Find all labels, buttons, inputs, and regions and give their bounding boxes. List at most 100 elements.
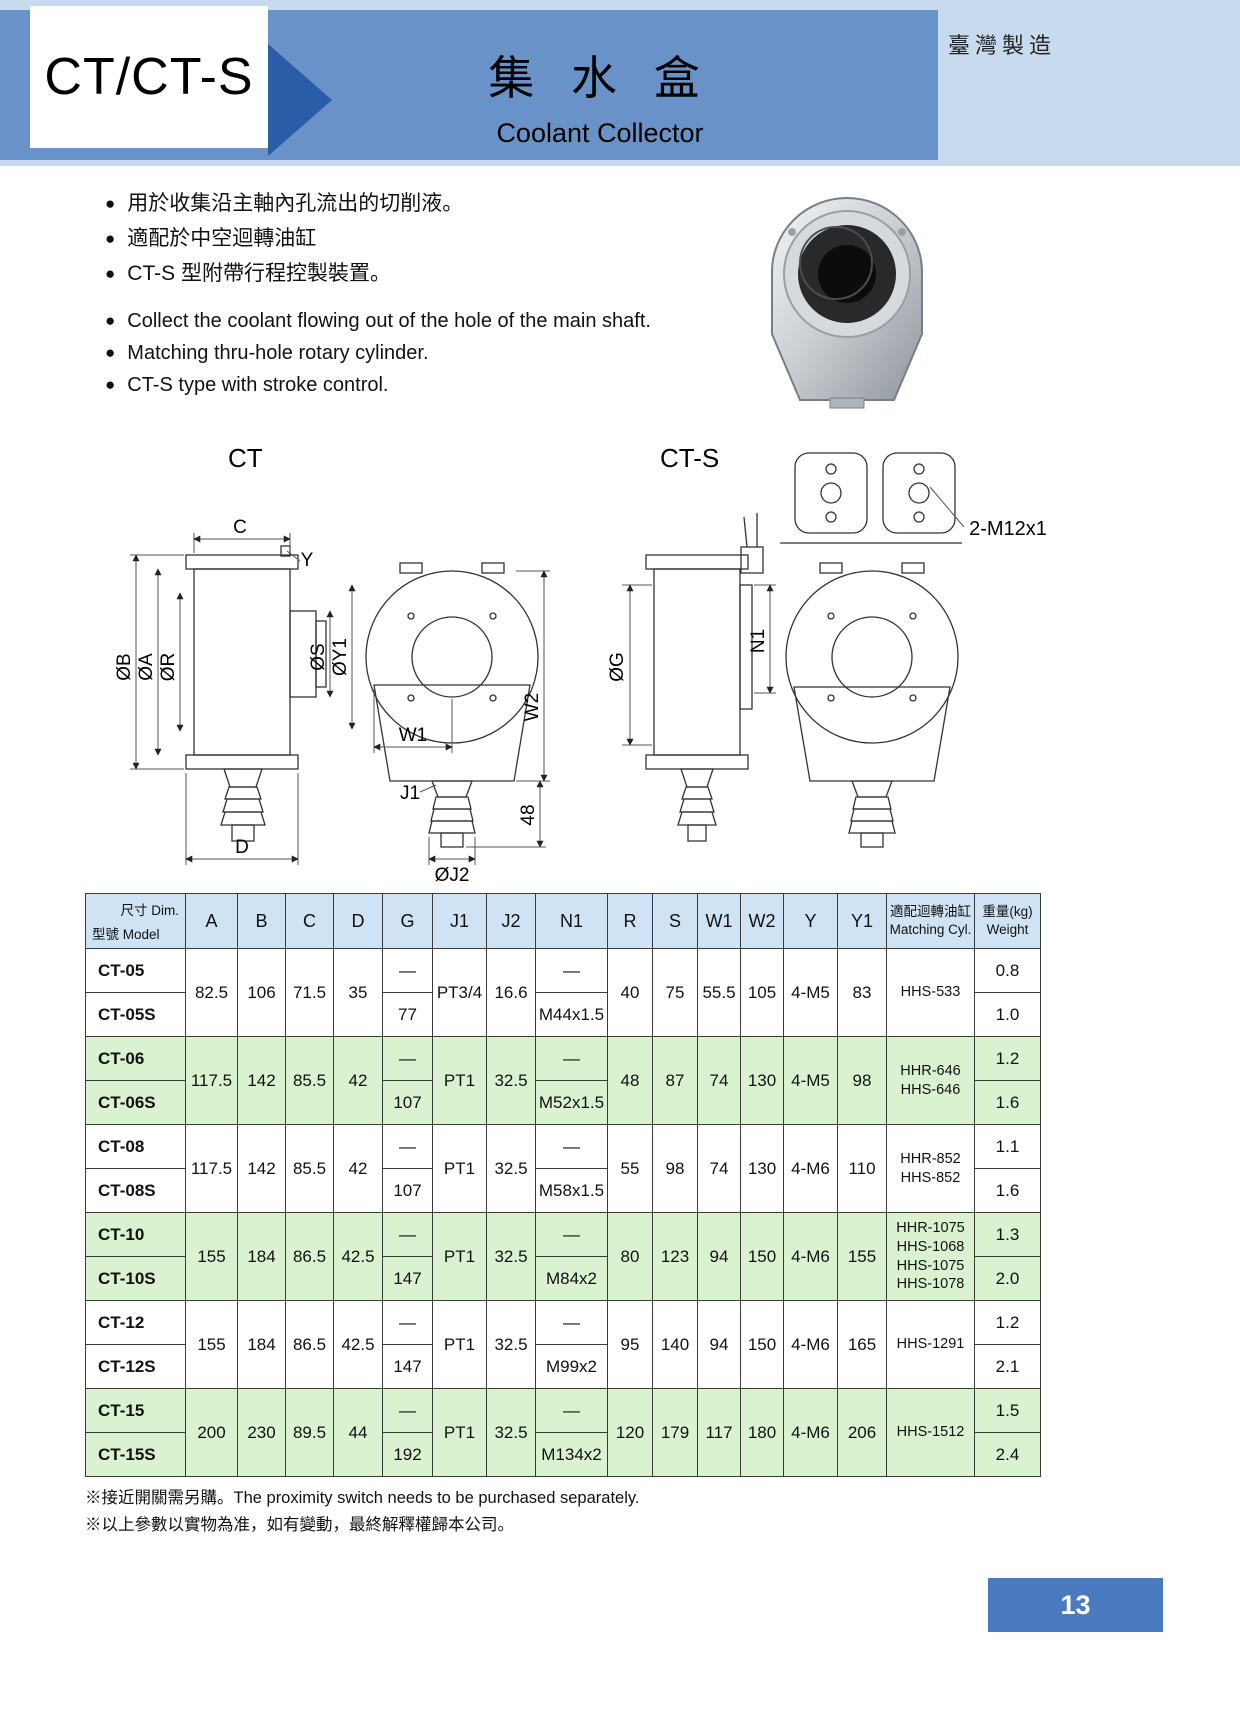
footnote: ※接近開關需另購。The proximity switch needs to b… (85, 1489, 640, 1507)
spec-cell: 155 (837, 1212, 887, 1301)
spec-cell: 32.5 (486, 1300, 536, 1389)
model-cell: CT-10S (85, 1256, 186, 1301)
spec-cell: 42 (333, 1036, 383, 1125)
dim-label-oa: ØA (136, 653, 157, 681)
spec-cell: 130 (740, 1124, 784, 1213)
spec-cell: 4-M5 (783, 1036, 838, 1125)
page-number: 13 (988, 1578, 1163, 1632)
model-cell: CT-12 (85, 1300, 186, 1345)
spec-cell: 120 (607, 1388, 653, 1477)
flange-screw (788, 228, 796, 236)
model-cell: CT-15 (85, 1388, 186, 1433)
weight-cell: 1.1 (974, 1124, 1041, 1169)
spec-cell: 85.5 (285, 1124, 334, 1213)
spec-table: 尺寸 Dim. 型號 Model A B C D G J1 J2 N1 R S … (85, 893, 1041, 1477)
title-en: Coolant Collector (496, 118, 704, 148)
spec-cell: 142 (237, 1124, 286, 1213)
matching-cyl-cell: HHS-533 (886, 948, 975, 1037)
feature-item: ●適配於中空迴轉油缸 (105, 221, 725, 256)
spec-cell: 89.5 (285, 1388, 334, 1477)
dim-label-d: D (235, 837, 249, 858)
col-header-y1: Y1 (837, 893, 887, 949)
spec-cell: 71.5 (285, 948, 334, 1037)
spec-cell: — (535, 1300, 608, 1345)
col-header-g: G (382, 893, 433, 949)
spec-cell: 95 (607, 1300, 653, 1389)
spec-cell: 117.5 (185, 1036, 238, 1125)
col-header-s: S (652, 893, 698, 949)
cts-front-view (785, 562, 959, 848)
weight-cell: 1.6 (974, 1168, 1041, 1213)
feature-text: CT-S 型附帶行程控製裝置。 (127, 262, 391, 285)
spec-cell: 74 (697, 1036, 741, 1125)
spec-cell: 150 (740, 1300, 784, 1389)
feature-item: ●用於收集沿主軸內孔流出的切削液。 (105, 186, 725, 221)
page-title: 集 水 盒 Coolant Collector (390, 42, 810, 149)
col-header-y: Y (783, 893, 838, 949)
spec-cell: 147 (382, 1256, 433, 1301)
model-cell: CT-05 (85, 948, 186, 993)
model-cell: CT-12S (85, 1344, 186, 1389)
weight-cell: 1.3 (974, 1212, 1041, 1257)
footnotes: ※接近開關需另購。The proximity switch needs to b… (85, 1485, 1042, 1539)
model-cell: CT-10 (85, 1212, 186, 1257)
model-cell: CT-06 (85, 1036, 186, 1081)
spec-cell: 85.5 (285, 1036, 334, 1125)
spec-cell: 32.5 (486, 1388, 536, 1477)
col-header-w2: W2 (740, 893, 784, 949)
model-cell: CT-08 (85, 1124, 186, 1169)
spec-cell: 80 (607, 1212, 653, 1301)
spec-cell: 230 (237, 1388, 286, 1477)
spec-cell: 180 (740, 1388, 784, 1477)
model-cell: CT-06S (85, 1080, 186, 1125)
spec-cell: 98 (837, 1036, 887, 1125)
cts-side-view (645, 513, 764, 842)
spec-cell: 16.6 (486, 948, 536, 1037)
spec-cell: 117 (697, 1388, 741, 1477)
dim-label-ob: ØB (114, 653, 135, 680)
spec-cell: M44x1.5 (535, 992, 608, 1037)
feature-text: 適配於中空迴轉油缸 (127, 227, 317, 250)
ct-front-view (365, 562, 539, 848)
spec-cell: 87 (652, 1036, 698, 1125)
spec-cell: 94 (697, 1300, 741, 1389)
bore-highlight (799, 226, 873, 300)
spec-cell: 142 (237, 1036, 286, 1125)
bullet-icon: ● (105, 343, 116, 362)
corner-model-label: 型號 Model (92, 927, 160, 942)
spec-cell: — (382, 948, 433, 993)
page-header: 臺灣製造 CT/CT-S 集 水 盒 Coolant Collector (0, 0, 1240, 166)
title-zh: 集 水 盒 (488, 52, 712, 104)
spec-cell: 179 (652, 1388, 698, 1477)
spec-cell: 155 (185, 1300, 238, 1389)
model-box: CT/CT-S (30, 6, 268, 148)
spec-cell: 35 (333, 948, 383, 1037)
spec-cell: — (382, 1036, 433, 1081)
ct-dimension-lines (130, 533, 550, 865)
bottom-boss (829, 397, 865, 409)
feature-text: Collect the coolant flowing out of the h… (127, 310, 651, 332)
bore-hole (818, 245, 876, 303)
spec-cell: 140 (652, 1300, 698, 1389)
corner-dim-label: 尺寸 Dim. (120, 903, 180, 918)
spec-cell: 117.5 (185, 1124, 238, 1213)
matching-cyl-cell: HHS-1512 (886, 1388, 975, 1477)
weight-cell: 1.0 (974, 992, 1041, 1037)
spec-cell: — (382, 1300, 433, 1345)
col-header-j1: J1 (432, 893, 487, 949)
matching-cyl-cell: HHS-1291 (886, 1300, 975, 1389)
feature-list: ●用於收集沿主軸內孔流出的切削液。 ●適配於中空迴轉油缸 ●CT-S 型附帶行程… (105, 186, 725, 401)
bullet-icon: ● (105, 194, 116, 213)
bullet-icon: ● (105, 375, 116, 394)
spec-cell: PT3/4 (432, 948, 487, 1037)
spec-cell: 107 (382, 1168, 433, 1213)
spec-cell: — (535, 1124, 608, 1169)
weight-cell: 1.2 (974, 1036, 1041, 1081)
